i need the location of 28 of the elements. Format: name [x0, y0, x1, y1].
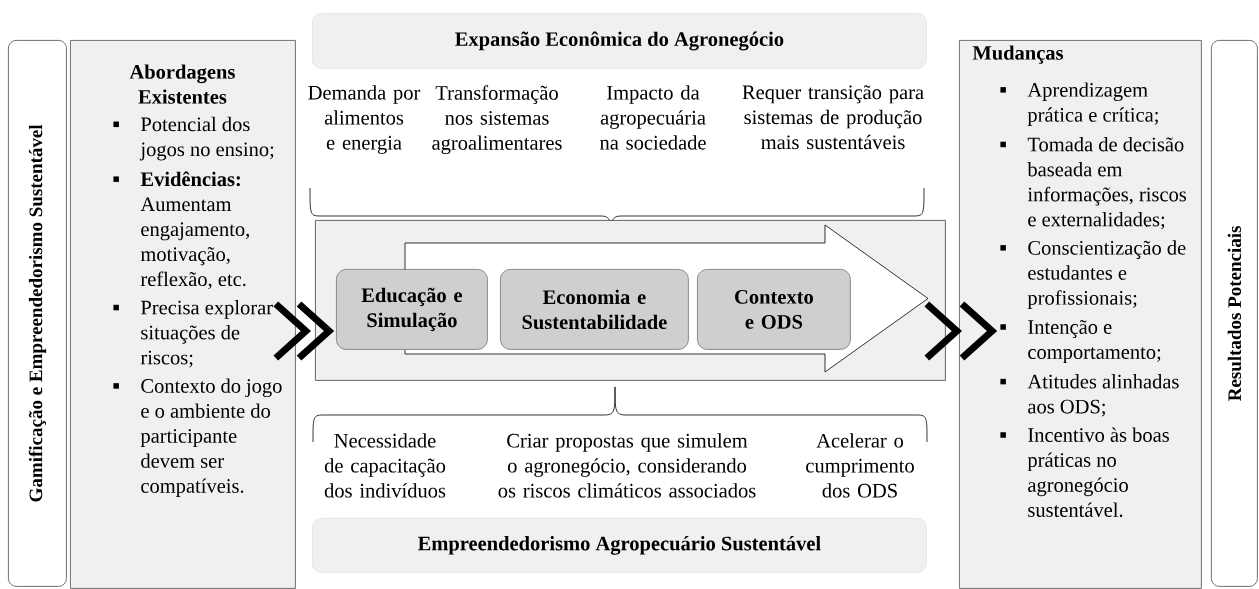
header-band: Expansão Econômica do Agronegócio: [312, 13, 927, 69]
bullet-item: Precisa explorar situações de riscos;: [113, 300, 273, 368]
text-panel: [70, 40, 296, 589]
bullet-item: Contexto do jogo e o ambiente do participante devem ser compatíveis.: [113, 378, 282, 498]
annotation-text: Acelerar o cumprimento dos ODS: [806, 433, 914, 498]
footer-band: Empreendedorismo Agropecuário Sustentável: [312, 518, 927, 573]
annotation-text: Demanda por alimentos e energia: [308, 85, 421, 154]
step-box: Educação e Simulação: [336, 269, 488, 350]
bullet-item: Atitudes alinhadas aos ODS;: [1000, 374, 1179, 417]
panel-heading: Mudanças: [972, 45, 1064, 64]
bullet-item: Intenção e comportamento;: [1000, 319, 1161, 364]
bullet-item: Incentivo às boas práticas no agronegócio sustentável.: [1000, 427, 1169, 518]
bullet-item: Conscientização de estudantes e profissionais;: [1000, 240, 1186, 309]
annotation-text: Criar propostas que simulem o agronegócio, considerando os riscos climáticos associados: [498, 433, 756, 498]
step-box: Economia e Sustentabilidade: [500, 269, 689, 350]
bullet-item: Tomada de decisão baseada em informações, riscos e externalidades;: [1000, 137, 1187, 230]
panel-heading: Abordagens Existentes: [129, 64, 235, 104]
double-chevron-arrow: [272, 300, 335, 362]
annotation-text: Requer transição para sistemas de produção mais sustentáveis: [742, 85, 924, 150]
double-chevron-arrow: [923, 300, 998, 362]
bullet-item: Aprendizagem prática e crítica;: [1000, 82, 1158, 126]
bullet-item: Evidências: Aumentam engajamento, motivação, reflexão, etc.: [113, 171, 249, 290]
side-band: Resultados Potenciais: [1211, 40, 1258, 587]
text-panel: [959, 40, 1202, 589]
bullet-item: Potencial dos jogos no ensino;: [113, 116, 274, 161]
side-band: Gamificação e Empreendedorismo Sustentável: [8, 40, 67, 587]
step-box: Contexto e ODS: [697, 269, 851, 350]
annotation-text: Necessidade de capacitação dos indivíduos: [324, 433, 446, 498]
